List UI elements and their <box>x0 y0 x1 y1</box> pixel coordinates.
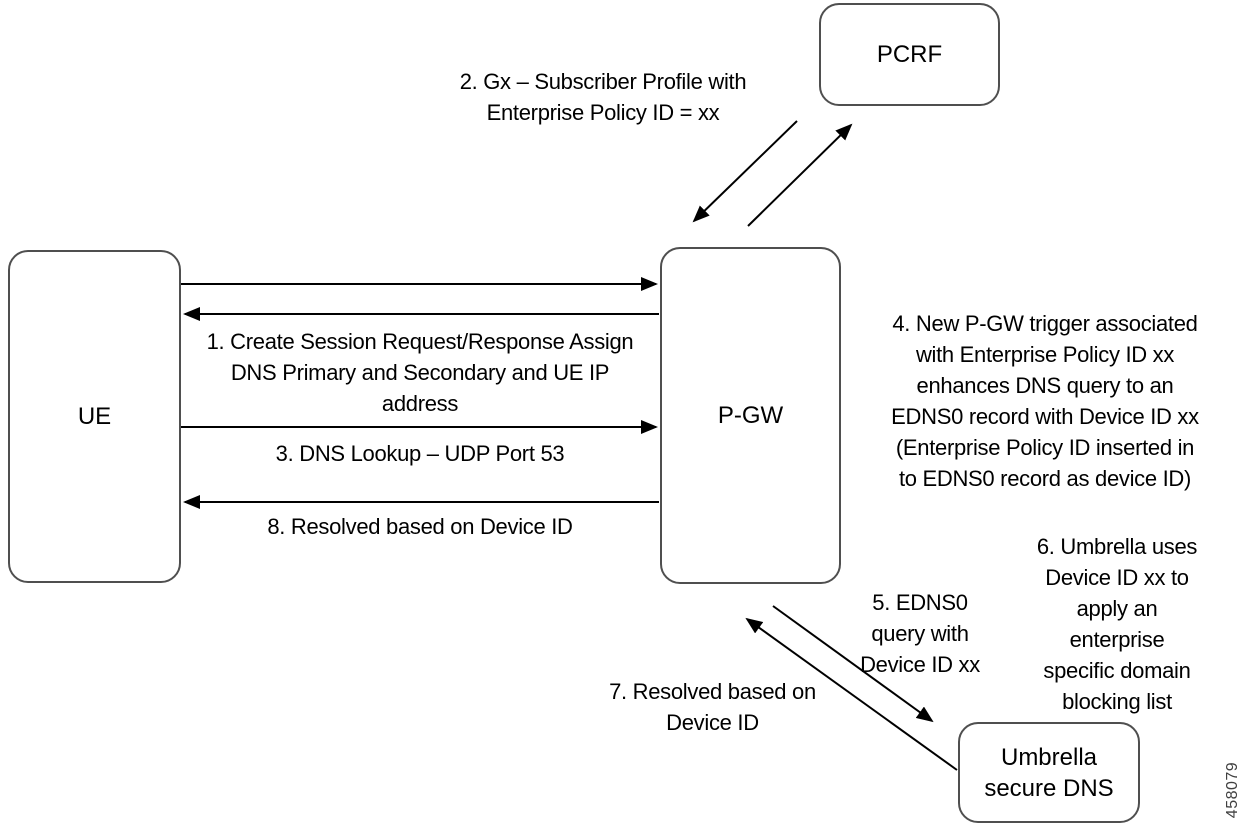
step-3-dns-lookup-label: 3. DNS Lookup – UDP Port 53 <box>275 441 565 466</box>
step-1-create-session-label: 1. Create Session Request/Response Assig… <box>206 329 634 416</box>
node-ue-label: UE <box>77 403 112 430</box>
arrow-step5-pgw-to-umbrella <box>772 605 934 723</box>
arrow-step2-pgw-to-pcrf <box>747 123 853 227</box>
step-7-resolved-label: 7. Resolved based on Device ID <box>609 679 816 735</box>
node-pcrf: PCRF <box>819 3 1000 106</box>
step-8-resolved-label: 8. Resolved based on Device ID <box>267 514 573 539</box>
node-ue: UE <box>8 250 181 583</box>
step-6-umbrella-blocking-note: 6. Umbrella uses Device ID xx to apply a… <box>1036 534 1198 714</box>
node-pgw-label: P-GW <box>717 402 784 429</box>
arrow-step2-pcrf-to-pgw <box>692 120 798 223</box>
node-pcrf-label: PCRF <box>876 41 943 68</box>
step-4-pgw-trigger-note: 4. New P-GW trigger associated with Ente… <box>891 311 1199 491</box>
step-5-edns0-query-label: 5. EDNS0 query with Device ID xx <box>860 590 980 677</box>
figure-number-watermark: 458079 <box>1224 761 1241 819</box>
arrow-step7-umbrella-to-pgw <box>745 617 958 771</box>
node-pgw: P-GW <box>660 247 841 584</box>
node-umbrella-label: Umbrella secure DNS <box>984 743 1114 802</box>
step-2-gx-subscriber-profile-label: 2. Gx – Subscriber Profile with Enterpri… <box>459 69 747 125</box>
node-umbrella: Umbrella secure DNS <box>958 722 1140 823</box>
